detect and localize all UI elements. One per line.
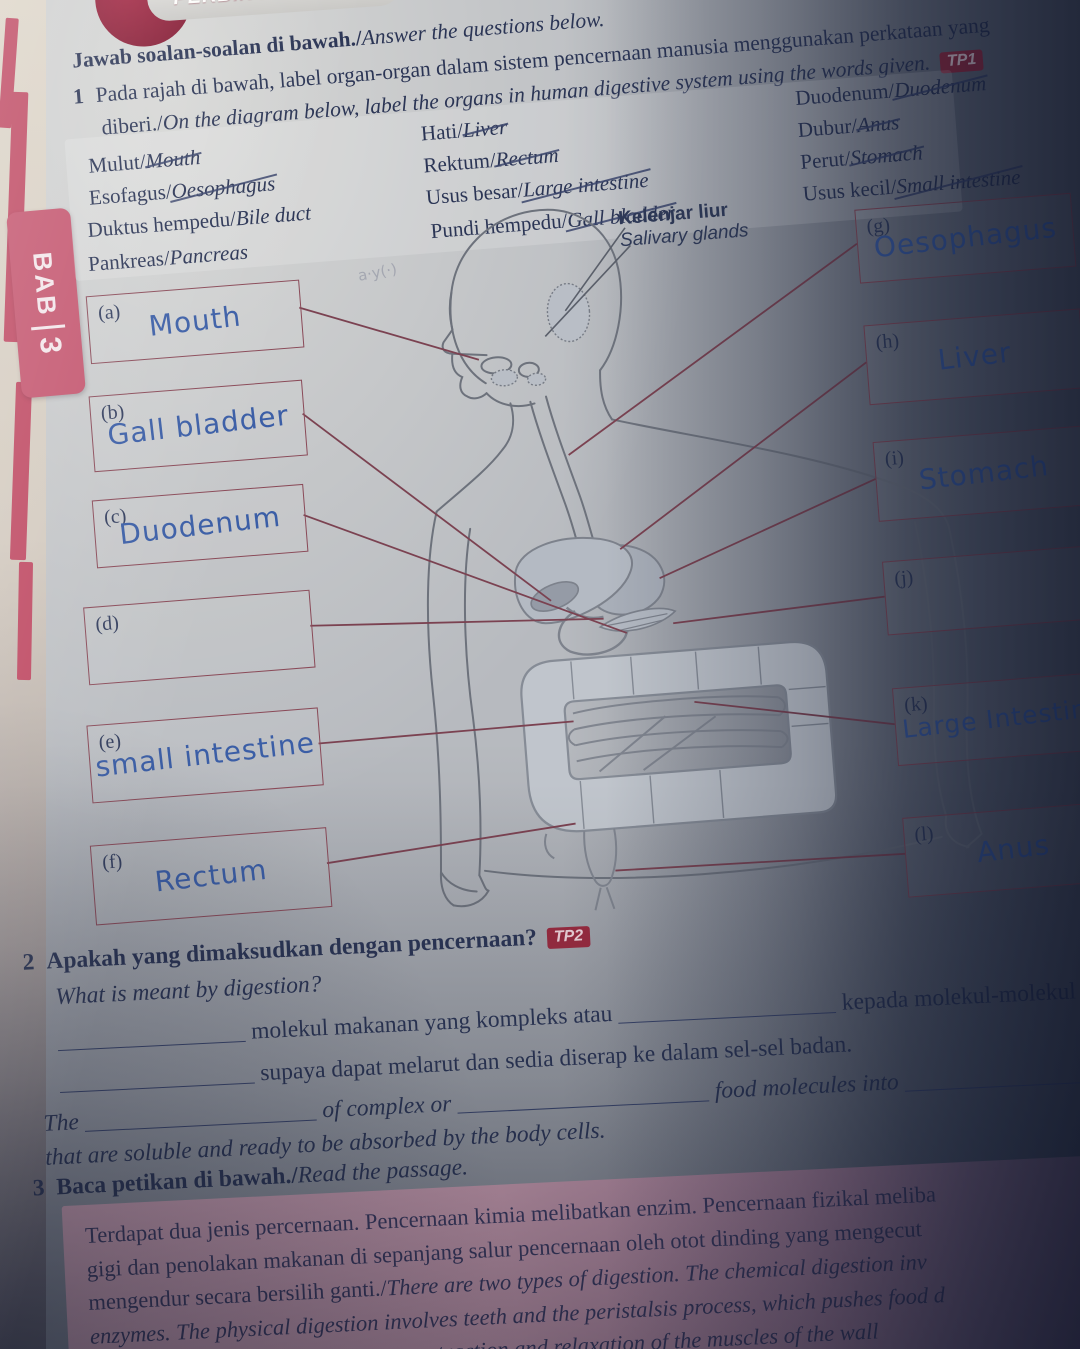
q3-number: 3 <box>32 1174 46 1202</box>
q2-en-the: The <box>42 1109 80 1137</box>
q2-number: 2 <box>22 949 36 976</box>
tp2-badge: TP2 <box>546 925 591 950</box>
q2-question-line: 2 Apakah yang dimaksudkan dengan pencerna… <box>22 922 591 977</box>
q2-en-a: of complex or <box>321 1090 452 1124</box>
answer-blank[interactable] <box>59 1068 255 1094</box>
answer-blank[interactable] <box>84 1105 317 1132</box>
q2-fill-ms1b: kepada molekul-molekul <box>841 978 1077 1016</box>
answer-blank[interactable] <box>57 1026 246 1052</box>
answer-blank[interactable] <box>617 998 837 1024</box>
q2-fill-ms1a: molekul makanan yang kompleks atau <box>250 1000 613 1045</box>
q3-heading-en: Read the passage. <box>297 1154 469 1189</box>
q2-question-en: What is meant by digestion? <box>54 971 323 1011</box>
answer-blank[interactable] <box>456 1086 710 1114</box>
q2-question-ms: Apakah yang dimaksudkan dengan pencernaa… <box>45 924 538 975</box>
q2-en-b: food molecules into <box>714 1069 900 1105</box>
answer-blank[interactable] <box>904 1063 1080 1092</box>
